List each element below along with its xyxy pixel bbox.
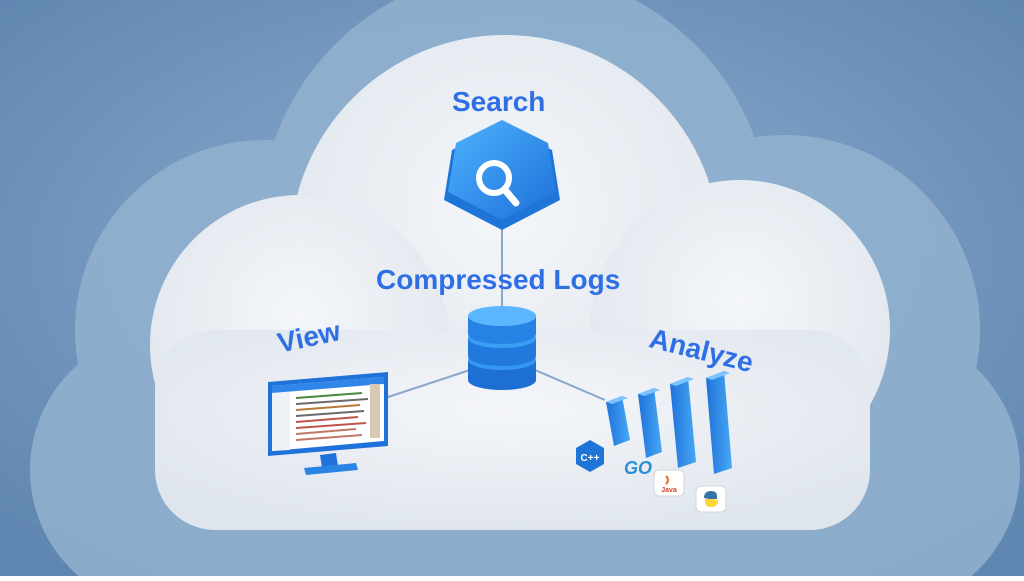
go-label: GO [624, 458, 652, 478]
search-icon[interactable] [444, 120, 560, 230]
connectors [384, 222, 606, 401]
database-stack-icon [468, 306, 536, 390]
search-label: Search [452, 86, 546, 117]
python-icon [695, 485, 727, 513]
cpp-label: C++ [581, 453, 600, 464]
compressed-logs-label: Compressed Logs [376, 264, 621, 295]
monitor-log-viewer-icon[interactable] [268, 372, 388, 475]
go-icon: GO [624, 458, 652, 478]
java-icon: Java [653, 469, 685, 497]
bar-chart-icon[interactable] [606, 371, 732, 474]
cpp-icon: C++ [576, 440, 604, 472]
java-label: Java [661, 487, 677, 494]
